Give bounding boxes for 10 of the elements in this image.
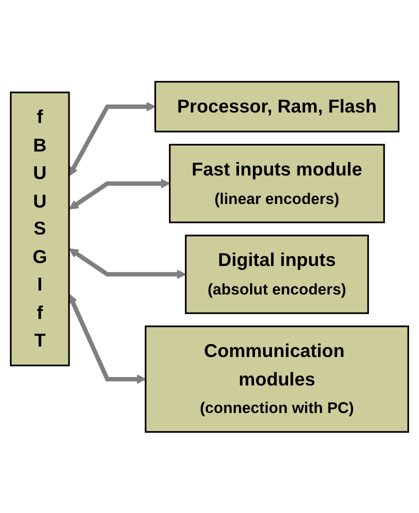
node-box <box>184 234 369 314</box>
node-box <box>144 325 410 432</box>
arrow <box>68 178 170 210</box>
arrow <box>68 102 156 176</box>
node-box <box>154 80 400 132</box>
node-box <box>168 144 385 223</box>
block-diagram: f B U U S G I f T Processor, Ram, Flash Fast inputs module (linear encoders) Digital inputs (absolut encoders) Communication modules (connection with PC) <box>2 72 417 440</box>
arrow <box>68 248 186 279</box>
arrow <box>68 293 146 384</box>
node-box <box>10 91 70 366</box>
